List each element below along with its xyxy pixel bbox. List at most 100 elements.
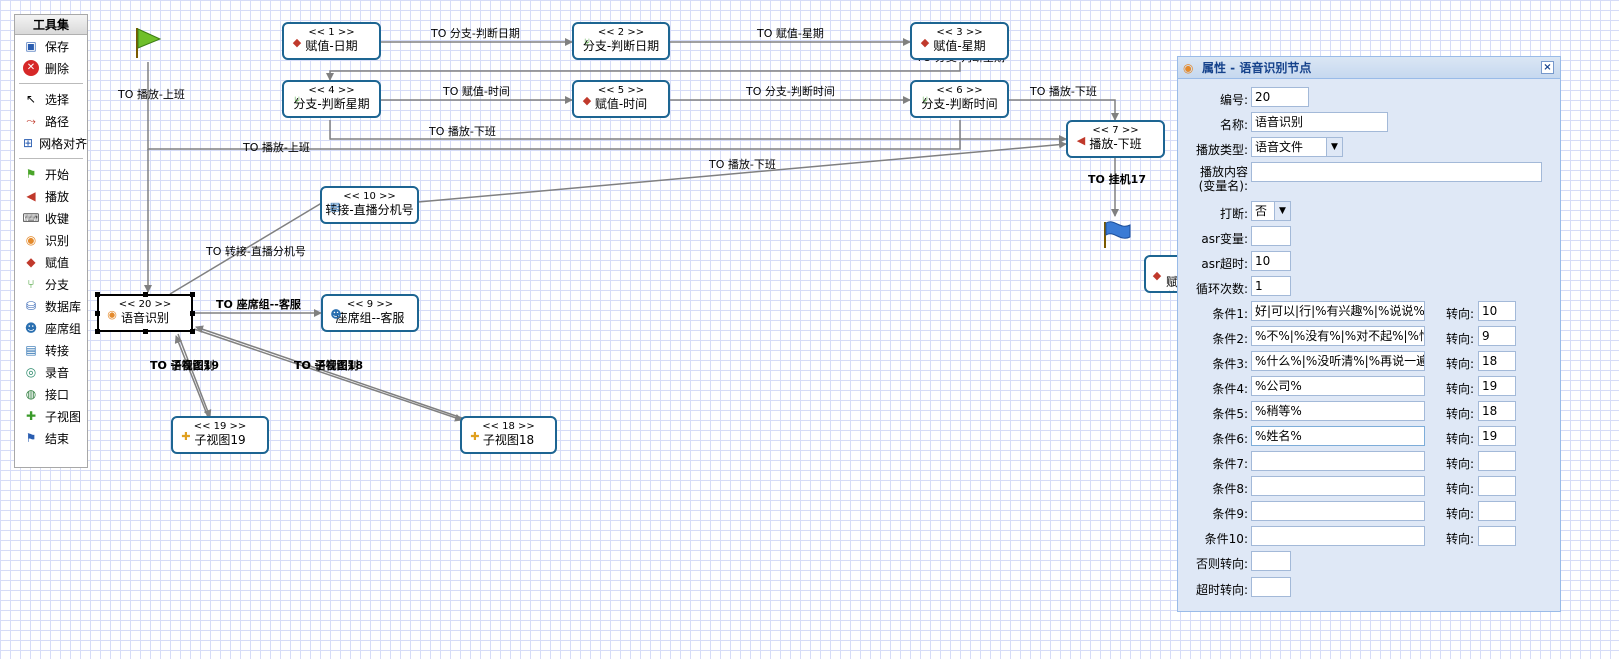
cursor-icon: ↖ bbox=[25, 92, 37, 106]
condition-input-focused[interactable]: %姓名% bbox=[1251, 426, 1425, 446]
save-icon: ▣ bbox=[25, 39, 37, 53]
edge-label: TO 子视图19 bbox=[150, 359, 219, 372]
flow-node-3[interactable]: ◆ << 3 >> 赋值-星期 bbox=[910, 22, 1009, 60]
assign-icon: ◆ bbox=[292, 36, 302, 49]
condition-label: 条件8: bbox=[1212, 482, 1248, 496]
interrupt-select[interactable]: 否 ▼ bbox=[1251, 201, 1291, 221]
tool-subview[interactable]: ✚ 子视图 bbox=[15, 405, 87, 427]
edge-19-20 bbox=[174, 335, 209, 418]
goto-input[interactable]: 19 bbox=[1478, 376, 1516, 396]
node-number: << 6 >> bbox=[936, 85, 983, 96]
play-type-select[interactable]: 语音文件 ▼ bbox=[1251, 137, 1343, 157]
condition-input[interactable] bbox=[1251, 526, 1425, 546]
goto-label: 转向: bbox=[1445, 457, 1474, 471]
tool-path[interactable]: ⤳ 路径 bbox=[15, 110, 87, 132]
resize-handle[interactable] bbox=[95, 311, 100, 316]
goto-input[interactable]: 10 bbox=[1478, 301, 1516, 321]
resize-handle[interactable] bbox=[95, 292, 100, 297]
goto-input[interactable] bbox=[1478, 501, 1516, 521]
flow-node-6[interactable]: ⑂ << 6 >> 分支-判断时间 bbox=[910, 80, 1009, 118]
timeout-goto-input[interactable] bbox=[1251, 577, 1291, 597]
tool-select[interactable]: ↖ 选择 bbox=[15, 88, 87, 110]
tool-play[interactable]: ◀ 播放 bbox=[15, 185, 87, 207]
tool-start[interactable]: ⚑ 开始 bbox=[15, 163, 87, 185]
flow-node-2[interactable]: ⑂ << 2 >> 分支-判断日期 bbox=[572, 22, 670, 60]
flow-node-9[interactable]: ☻ << 9 >> 座席组--客服 bbox=[321, 294, 419, 332]
else-goto-input[interactable] bbox=[1251, 551, 1291, 571]
goto-input[interactable]: 9 bbox=[1478, 326, 1516, 346]
flow-node-1[interactable]: ◆ << 1 >> 赋值-日期 bbox=[282, 22, 381, 60]
goto-input[interactable] bbox=[1478, 451, 1516, 471]
tool-end[interactable]: ⚑ 结束 bbox=[15, 427, 87, 449]
condition-label: 条件10: bbox=[1204, 532, 1248, 546]
goto-input[interactable]: 18 bbox=[1478, 401, 1516, 421]
flow-node-18[interactable]: ✚ << 18 >> 子视图18 bbox=[460, 416, 557, 454]
transfer-icon: ▤ bbox=[25, 343, 37, 357]
condition-input[interactable] bbox=[1251, 476, 1425, 496]
tool-delete[interactable]: ✕ 删除 bbox=[15, 57, 87, 79]
node-name: 播放-下班 bbox=[1089, 137, 1142, 151]
tool-assign[interactable]: ◆ 赋值 bbox=[15, 251, 87, 273]
interrupt-label: 打断: bbox=[1219, 207, 1248, 221]
tool-transfer[interactable]: ▤ 转接 bbox=[15, 339, 87, 361]
resize-handle[interactable] bbox=[143, 292, 148, 297]
loops-input[interactable]: 1 bbox=[1251, 276, 1291, 296]
goto-input[interactable] bbox=[1478, 526, 1516, 546]
condition-label: 条件4: bbox=[1212, 382, 1248, 396]
condition-label: 条件7: bbox=[1212, 457, 1248, 471]
close-icon[interactable]: × bbox=[1541, 61, 1554, 74]
goto-label: 转向: bbox=[1445, 332, 1474, 346]
name-input[interactable]: 语音识别 bbox=[1251, 112, 1388, 132]
flow-node-10[interactable]: ▤ << 10 >> 转接-直播分机号 bbox=[320, 186, 419, 224]
asr-timeout-label: asr超时: bbox=[1201, 257, 1248, 271]
condition-label: 条件5: bbox=[1212, 407, 1248, 421]
speech-recognition-icon: ◉ bbox=[25, 233, 37, 247]
flow-node-19[interactable]: ✚ << 19 >> 子视图19 bbox=[171, 416, 269, 454]
subview-icon: ✚ bbox=[470, 430, 480, 443]
tool-collect-keys[interactable]: ⌨ 收键 bbox=[22, 211, 70, 226]
goto-label: 转向: bbox=[1445, 307, 1474, 321]
assign-icon: ◆ bbox=[1152, 269, 1162, 282]
tool-interface[interactable]: ◍ 接口 bbox=[15, 383, 87, 405]
start-flag-icon bbox=[136, 28, 162, 58]
id-input[interactable]: 20 bbox=[1251, 87, 1309, 107]
edge-18-20 bbox=[195, 325, 463, 419]
edge-20-18 bbox=[193, 328, 463, 422]
tool-database[interactable]: ⛁ 数据库 bbox=[15, 295, 87, 317]
edge-3-4 bbox=[326, 62, 961, 81]
tool-grid-align[interactable]: ⊞ 网格对齐 bbox=[23, 136, 88, 151]
asr-var-input[interactable] bbox=[1251, 226, 1291, 246]
edge-4-7 bbox=[329, 120, 1067, 143]
condition-input[interactable]: %不%|%没有%|%对不起%|%忙% bbox=[1251, 326, 1425, 346]
flow-node-20-selected[interactable]: ◉ << 20 >> 语音识别 bbox=[95, 292, 195, 334]
resize-handle[interactable] bbox=[95, 329, 100, 334]
condition-input[interactable]: 好|可以|行|%有兴趣%|%说说% bbox=[1251, 301, 1425, 321]
flow-node-5[interactable]: ◆ << 5 >> 赋值-时间 bbox=[572, 80, 670, 118]
flow-node-4[interactable]: ⑂ << 4 >> 分支-判断星期 bbox=[282, 80, 381, 118]
tool-recognize[interactable]: ◉ 识别 bbox=[15, 229, 87, 251]
tool-save[interactable]: ▣ 保存 bbox=[15, 35, 87, 57]
asr-timeout-input[interactable]: 10 bbox=[1251, 251, 1291, 271]
resize-handle[interactable] bbox=[190, 292, 195, 297]
tool-branch[interactable]: ⑂ 分支 bbox=[15, 273, 87, 295]
tool-record[interactable]: ◎ 录音 bbox=[15, 361, 87, 383]
resize-handle[interactable] bbox=[190, 311, 195, 316]
goto-input[interactable] bbox=[1478, 476, 1516, 496]
condition-input[interactable] bbox=[1251, 451, 1425, 471]
condition-input[interactable]: %稍等% bbox=[1251, 401, 1425, 421]
database-icon: ⛁ bbox=[25, 299, 37, 313]
resize-handle[interactable] bbox=[190, 329, 195, 334]
play-content-input[interactable] bbox=[1251, 162, 1542, 182]
name-label: 名称: bbox=[1219, 118, 1248, 132]
node-name: 语音识别 bbox=[120, 311, 169, 325]
edge-label: TO 分支-判断日期 bbox=[431, 27, 520, 40]
goto-input[interactable]: 19 bbox=[1478, 426, 1516, 446]
resize-handle[interactable] bbox=[143, 329, 148, 334]
assign-icon: ◆ bbox=[920, 36, 930, 49]
condition-input[interactable] bbox=[1251, 501, 1425, 521]
goto-input[interactable]: 18 bbox=[1478, 351, 1516, 371]
tool-agent-group[interactable]: ☻ 座席组 bbox=[24, 321, 82, 336]
condition-input[interactable]: %公司% bbox=[1251, 376, 1425, 396]
condition-input[interactable]: %什么%|%没听清%|%再说一遍% bbox=[1251, 351, 1425, 371]
flow-node-7[interactable]: ◀ << 7 >> 播放-下班 bbox=[1066, 120, 1165, 158]
